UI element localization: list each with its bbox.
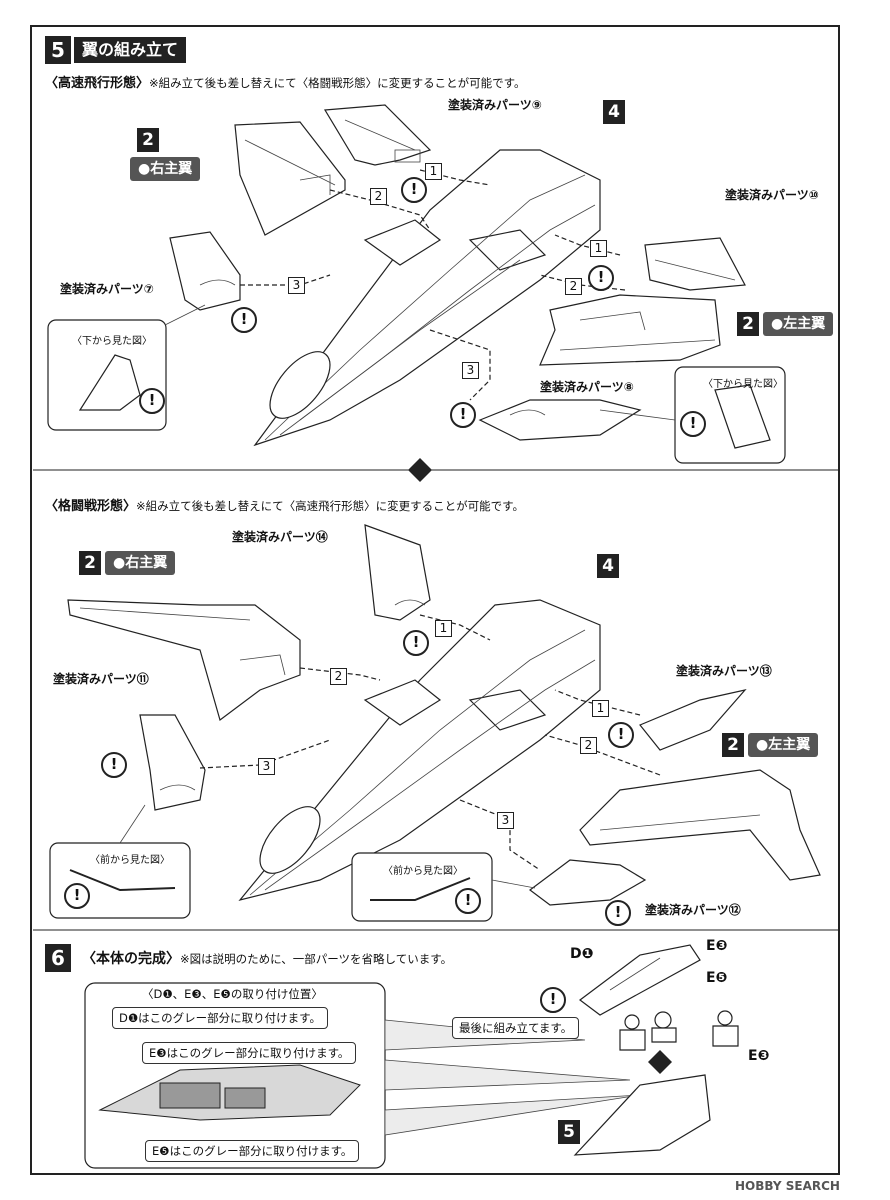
left-wing-label: ●左主翼 (748, 733, 819, 757)
flip-arrow-icon (408, 458, 432, 482)
fin-part-14-icon (364, 524, 431, 621)
exclamation-icon: ! (64, 883, 90, 909)
right-wing-step-num: 2 (79, 551, 101, 575)
left-wing-part-icon (539, 294, 721, 366)
left-wing-part-icon (579, 769, 821, 881)
fin-part-11-icon (139, 714, 206, 811)
part-d1-label: D❶ (570, 946, 594, 962)
exclamation-icon: ! (231, 307, 257, 333)
pilot-figure-icon (651, 1011, 677, 1043)
exclamation-icon: ! (101, 752, 127, 778)
exclamation-icon: ! (139, 388, 165, 414)
fuselage-step-num: 4 (603, 100, 625, 124)
fuselage-step-num: 4 (597, 554, 619, 578)
left-wing-step-num: 2 (737, 312, 759, 336)
fin-part-13-icon (639, 689, 747, 751)
sub-step-3: 3 (258, 758, 275, 775)
right-wing-step-num: 2 (137, 128, 159, 152)
right-wing-part-icon (67, 599, 301, 722)
right-wing-part-icon (234, 121, 346, 236)
part-12-label: 塗装済みパーツ⑫ (645, 903, 741, 917)
sub-step-1: 1 (435, 620, 452, 637)
part-10-label: 塗装済みパーツ⑩ (725, 188, 819, 202)
part-9-label: 塗装済みパーツ⑨ (448, 98, 542, 112)
part-e3-label: E❸ (748, 1048, 770, 1064)
view-from-below-label: 〈下から見た図〉 (703, 379, 783, 390)
exclamation-icon: ! (680, 411, 706, 437)
part-13-label: 塗装済みパーツ⑬ (676, 664, 772, 678)
part-14-label: 塗装済みパーツ⑭ (232, 530, 328, 544)
fin-part-12-icon (529, 859, 647, 906)
exclamation-icon: ! (401, 177, 427, 203)
fin-part-7-icon (169, 231, 241, 311)
part-e5-label: E❺ (706, 970, 728, 986)
part-8-label: 塗装済みパーツ⑧ (540, 380, 634, 394)
step6-header: 〈本体の完成〉※図は説明のために、一部パーツを省略しています。 (82, 948, 452, 968)
mode-note: ※組み立て後も差し替えにて〈格闘戦形態〉に変更することが可能です。 (149, 76, 526, 90)
sub-step-2: 2 (565, 278, 582, 295)
view-from-front-label: 〈前から見た図〉 (383, 866, 463, 877)
fin-part-9-icon (323, 104, 432, 166)
mode-header-fighter: 〈格闘戦形態〉※組み立て後も差し替えにて〈高速飛行形態〉に変更することが可能です… (45, 495, 524, 514)
sub-step-2: 2 (330, 668, 347, 685)
cockpit-canopy-icon (579, 944, 701, 1016)
mode-note: ※組み立て後も差し替えにて〈高速飛行形態〉に変更することが可能です。 (136, 499, 524, 513)
part-e3-label: E❸ (706, 938, 728, 954)
sub-step-3: 3 (288, 277, 305, 294)
watermark-logo: HOBBY SEARCH (735, 1179, 840, 1193)
step-number: 5 (45, 36, 71, 64)
exclamation-icon: ! (588, 265, 614, 291)
fuselage-icon (238, 599, 601, 902)
exclamation-icon: ! (608, 722, 634, 748)
step6-title: 〈本体の完成〉 (82, 951, 180, 967)
sub-step-3: 3 (462, 362, 479, 379)
sub-step-1: 1 (592, 700, 609, 717)
mode-name: 〈高速飛行形態〉 (45, 76, 150, 91)
part-7-label: 塗装済みパーツ⑦ (60, 282, 154, 296)
pilot-figure-icon (712, 1010, 739, 1047)
fuselage-icon (253, 149, 601, 447)
instruction-frame (30, 25, 840, 1175)
part-11-label: 塗装済みパーツ⑪ (53, 672, 149, 686)
last-assembly-note: 最後に組み立てます。 (452, 1017, 580, 1039)
sub-step-3: 3 (497, 812, 514, 829)
sub-step-2: 2 (580, 737, 597, 754)
attachment-position-title: 〈D❶、E❸、E❺の取り付け位置〉 (142, 987, 323, 1001)
right-wing-label: ●右主翼 (105, 551, 176, 575)
callout-d1: D❶はこのグレー部分に取り付けます。 (112, 1007, 329, 1029)
mode-header-high-speed: 〈高速飛行形態〉※組み立て後も差し替えにて〈格闘戦形態〉に変更することが可能です… (45, 72, 526, 91)
exclamation-icon: ! (605, 900, 631, 926)
right-wing-label: ●右主翼 (130, 157, 201, 181)
left-wing-label: ●左主翼 (763, 312, 834, 336)
left-wing-step-num: 2 (722, 733, 744, 757)
callout-e3: E❸はこのグレー部分に取り付けます。 (142, 1042, 357, 1064)
sub-step-1: 1 (590, 240, 607, 257)
sub-step-1: 1 (425, 163, 442, 180)
view-from-front-label: 〈前から見た図〉 (90, 855, 170, 866)
view-from-below-label: 〈下から見た図〉 (72, 336, 152, 347)
step-ref-num: 5 (558, 1120, 580, 1144)
sub-step-2: 2 (370, 188, 387, 205)
step6-note: ※図は説明のために、一部パーツを省略しています。 (180, 952, 453, 966)
exclamation-icon: ! (450, 402, 476, 428)
flip-arrow-icon (648, 1050, 672, 1074)
step-number: 6 (45, 944, 71, 972)
exclamation-icon: ! (540, 987, 566, 1013)
step-title: 翼の組み立て (74, 37, 187, 63)
callout-e5: E❺はこのグレー部分に取り付けます。 (145, 1140, 360, 1162)
pilot-figure-icon (619, 1014, 646, 1051)
mode-name: 〈格闘戦形態〉 (45, 499, 137, 514)
exclamation-icon: ! (403, 630, 429, 656)
exclamation-icon: ! (455, 888, 481, 914)
fin-part-10-icon (644, 237, 746, 291)
